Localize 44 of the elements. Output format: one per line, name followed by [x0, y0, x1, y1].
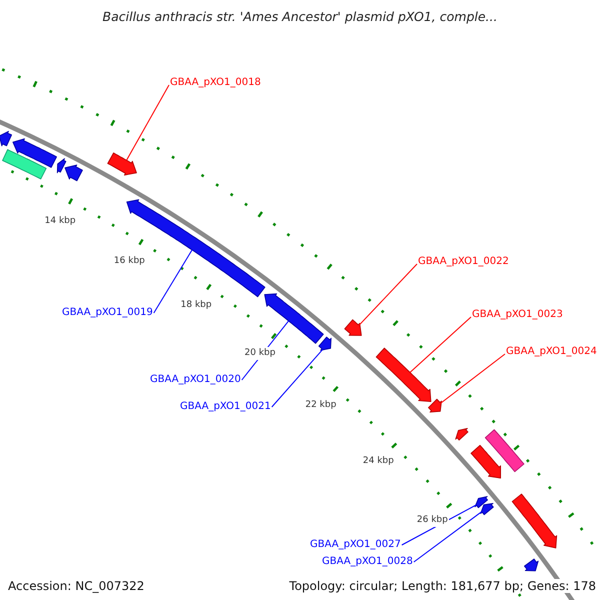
gene-bar	[484, 429, 524, 472]
leader-line	[440, 354, 506, 404]
gene-label: GBAA_pXO1_0020	[150, 373, 241, 386]
footer-text: Topology: circular; Length: 181,677 bp; Genes: 178	[287, 579, 598, 593]
gene-segment	[470, 444, 501, 478]
gene-segment	[264, 293, 324, 344]
scale-label: 24 kbp	[362, 454, 395, 468]
scale-label: 18 kbp	[180, 298, 213, 312]
gene-segment	[56, 158, 66, 174]
gene-label: GBAA_pXO1_0024	[506, 345, 597, 358]
scale-label: 26 kbp	[416, 514, 449, 527]
gene-segment	[344, 319, 362, 336]
scale-label: 16 kbp	[112, 254, 146, 268]
gene-segment	[64, 164, 83, 182]
leader-line	[126, 84, 170, 161]
gene-label: GBAA_pXO1_0018	[170, 76, 261, 89]
gene-segment	[474, 496, 488, 508]
gene-segment	[524, 558, 539, 572]
gene-segment	[512, 494, 558, 548]
gene-label: GBAA_pXO1_0023	[472, 308, 563, 321]
gene-segment	[318, 336, 332, 351]
gene-bar	[2, 149, 47, 180]
gene-segment	[12, 138, 57, 168]
gene-segment	[107, 152, 137, 176]
leader-line	[153, 249, 193, 314]
gene-label: GBAA_pXO1_0019	[62, 306, 153, 319]
leader-line	[410, 316, 472, 373]
gene-label: GBAA_pXO1_0022	[418, 255, 509, 268]
gene-segment	[0, 130, 12, 146]
title: Bacillus anthracis str. 'Ames Ancestor' plasmid pXO1, comple...	[102, 10, 498, 23]
leader-line	[413, 511, 482, 562]
gene-segment	[126, 199, 266, 298]
gene-segment	[428, 398, 442, 412]
gene-label: GBAA_pXO1_0021	[180, 400, 271, 413]
scale-label: 14 kbp	[44, 214, 77, 228]
leader-line	[358, 264, 418, 326]
gene-segment	[480, 503, 494, 516]
gene-label: GBAA_pXO1_0028	[322, 555, 413, 568]
gene-segment	[455, 428, 468, 440]
gene-segment	[376, 348, 432, 402]
footer-text: Accession: NC_007322	[6, 579, 146, 593]
scale-label: 20 kbp	[244, 347, 276, 360]
gene-label: GBAA_pXO1_0027	[310, 538, 401, 551]
leader-line	[271, 348, 324, 408]
